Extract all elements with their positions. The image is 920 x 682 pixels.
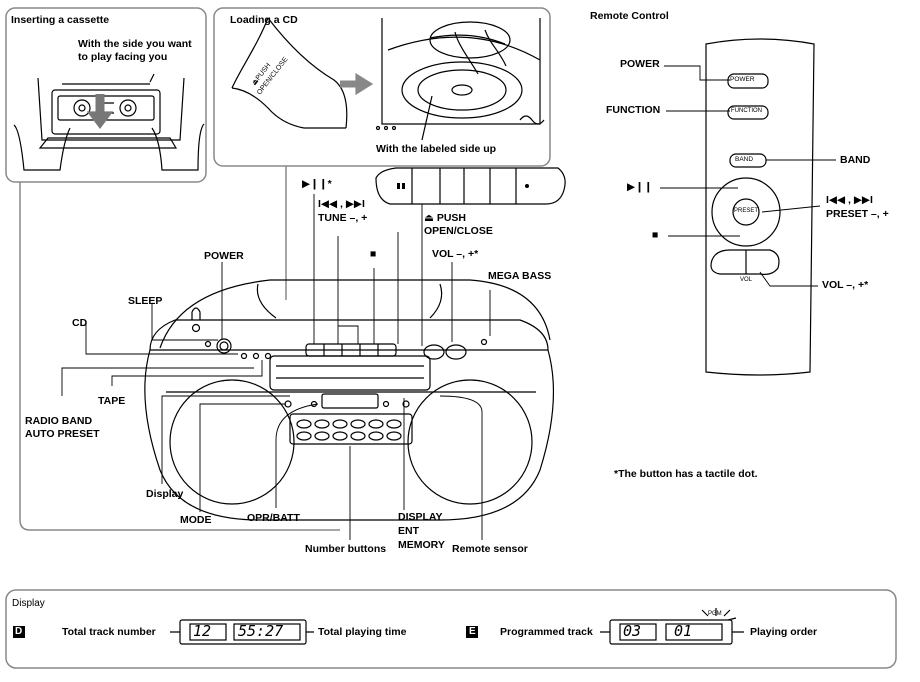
label-total-time: Total playing time bbox=[318, 626, 407, 638]
cassette-instruction-2: to play facing you bbox=[78, 51, 168, 63]
pgm-flash-icon bbox=[701, 608, 737, 621]
label-openclose: OPEN/CLOSE bbox=[424, 225, 493, 237]
badge-e-letter: E bbox=[469, 626, 476, 637]
label-tape: TAPE bbox=[98, 395, 126, 407]
leader-r-vol bbox=[759, 271, 818, 287]
label-memory: MEMORY bbox=[398, 539, 445, 551]
label-playing-order: Playing order bbox=[750, 626, 818, 638]
label-number-buttons: Number buttons bbox=[305, 543, 387, 555]
frame-line bbox=[19, 182, 340, 531]
label-stop: ■ bbox=[370, 248, 377, 260]
remote-button-vol[interactable]: VOL bbox=[740, 277, 753, 283]
label-vol: VOL –, +* bbox=[432, 248, 479, 260]
label-total-track: Total track number bbox=[62, 626, 156, 638]
label-ent: ENT bbox=[398, 525, 419, 537]
leader-cd bbox=[85, 324, 238, 355]
remote-label-stop: ■ bbox=[652, 229, 659, 241]
cd-lid-illustration bbox=[231, 17, 348, 129]
leader-r-preset bbox=[761, 205, 821, 213]
lcd-d-track: 12 bbox=[193, 622, 212, 640]
label-remote-sensor: Remote sensor bbox=[452, 543, 528, 555]
label-mega-bass: MEGA BASS bbox=[488, 270, 552, 282]
tape-button-strip bbox=[375, 167, 566, 205]
label-skip: I◀◀ , ▶▶I bbox=[318, 198, 365, 210]
cd-arrow-head bbox=[355, 72, 374, 96]
badge-d bbox=[13, 626, 25, 638]
cassette-instruction-1: With the side you want bbox=[78, 38, 192, 50]
remote-body bbox=[705, 38, 815, 376]
leader-opr bbox=[275, 403, 319, 508]
label-leader-cd bbox=[421, 95, 433, 141]
remote-button-preset[interactable]: PRESET bbox=[734, 208, 759, 214]
remote-button-band[interactable]: BAND bbox=[735, 156, 754, 163]
leader-radio bbox=[61, 367, 254, 396]
label-auto-preset: AUTO PRESET bbox=[25, 428, 100, 440]
cassette-title: Inserting a cassette bbox=[11, 14, 110, 26]
label-display-btn: DISPLAY bbox=[398, 511, 443, 523]
remote-title: Remote Control bbox=[590, 10, 669, 22]
label-tune: TUNE –, + bbox=[318, 212, 368, 224]
leader-mode bbox=[199, 403, 286, 512]
badge-d-letter: D bbox=[15, 626, 23, 637]
leader-sleep bbox=[151, 304, 218, 341]
lcd-d-time: 55:27 bbox=[238, 622, 284, 640]
remote-label-skip: I◀◀ , ▶▶I bbox=[826, 194, 873, 206]
leader-display bbox=[161, 395, 290, 484]
leader-tape bbox=[111, 360, 263, 386]
label-display: Display bbox=[146, 488, 184, 500]
label-power: POWER bbox=[204, 250, 244, 262]
cassette-illustration bbox=[13, 73, 205, 171]
cassette-panel bbox=[5, 7, 207, 183]
label-play: ▶❙❙* bbox=[302, 178, 332, 190]
remote-label-function: FUNCTION bbox=[606, 104, 661, 116]
lcd-e-track: 03 bbox=[623, 622, 642, 640]
cd-player-illustration bbox=[375, 18, 545, 131]
remote-label-power: POWER bbox=[620, 58, 660, 70]
label-mode: MODE bbox=[180, 514, 212, 526]
label-cd: CD bbox=[72, 317, 88, 329]
remote-label-vol: VOL –, +* bbox=[822, 279, 869, 291]
headphone-jack-icon bbox=[191, 307, 201, 320]
cd-panel bbox=[213, 7, 551, 167]
label-programmed-track: Programmed track bbox=[500, 626, 593, 638]
label-sleep: SLEEP bbox=[128, 295, 163, 307]
remote-button-power[interactable]: POWER bbox=[730, 76, 755, 83]
footnote: *The button has a tactile dot. bbox=[614, 468, 758, 480]
badge-e bbox=[466, 626, 478, 638]
pgm-indicator: PGM bbox=[708, 611, 722, 617]
cd-title: Loading a CD bbox=[230, 14, 298, 26]
display-panel-title: Display bbox=[12, 598, 45, 609]
remote-button-function[interactable]: FUNCTION bbox=[731, 108, 762, 114]
label-opr-batt: OPR/BATT bbox=[247, 512, 300, 524]
leader-skip2 bbox=[338, 325, 359, 344]
leader-remote-sensor bbox=[439, 395, 483, 540]
player-body bbox=[144, 279, 555, 521]
remote-label-preset: PRESET –, + bbox=[826, 208, 889, 220]
label-radio-band: RADIO BAND bbox=[25, 415, 93, 427]
insert-arrow-head bbox=[86, 111, 114, 129]
label-push: ⏏ PUSH bbox=[424, 212, 467, 224]
remote-label-band: BAND bbox=[840, 154, 871, 166]
lcd-e-order: 01 bbox=[674, 622, 693, 640]
remote-label-play: ▶❙❙ bbox=[627, 181, 653, 193]
display-panel bbox=[5, 589, 897, 669]
cd-note: With the labeled side up bbox=[376, 143, 497, 155]
leader-r-power bbox=[664, 65, 730, 81]
